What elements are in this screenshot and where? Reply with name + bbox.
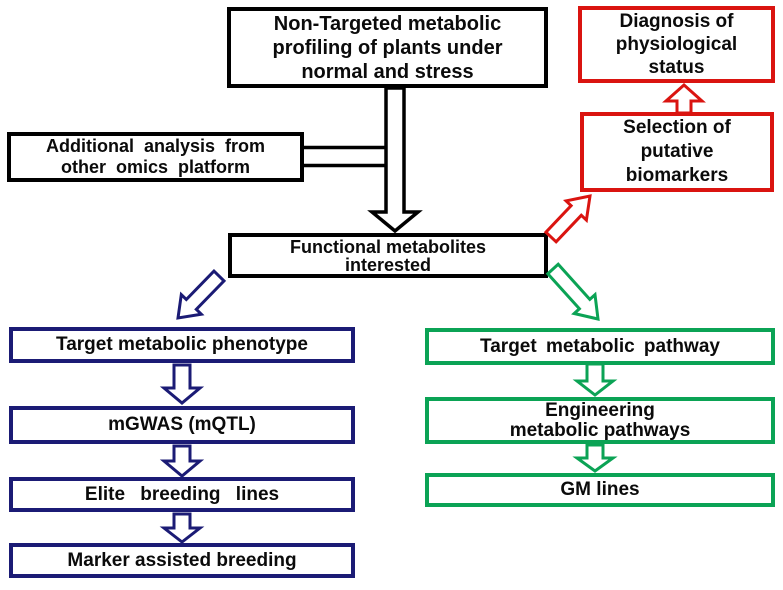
- box-line: other omics platform: [60, 157, 251, 177]
- box-line: Target metabolic pathway: [480, 335, 720, 357]
- box-line: interested: [344, 254, 432, 275]
- biomarker-diagonal-arrow-icon: [543, 194, 592, 244]
- box-additional-omics-analysis: Additional analysis from other omics pla…: [7, 132, 304, 182]
- box-functional-metabolites: Functional metabolites interested: [228, 233, 548, 278]
- box-line: GM lines: [560, 479, 640, 500]
- pathway-flow-arrow-2-icon: [572, 443, 618, 473]
- phenotype-flow-arrow-2-icon: [159, 444, 205, 478]
- box-elite-breeding-lines: Elite breeding lines: [9, 477, 355, 512]
- box-line: Diagnosis of: [619, 11, 734, 32]
- box-target-metabolic-phenotype: Target metabolic phenotype: [9, 327, 355, 363]
- box-line: status: [648, 57, 705, 78]
- box-line: Non-Targeted metabolic: [273, 12, 502, 35]
- box-line: Elite breeding lines: [84, 483, 280, 505]
- box-line: Target metabolic phenotype: [56, 334, 308, 355]
- box-line: Functional metabolites: [289, 236, 487, 257]
- box-line: Engineering: [545, 399, 655, 421]
- pathway-flow-arrow-1-icon: [572, 362, 618, 397]
- box-mgwas-mqtl: mGWAS (mQTL): [9, 406, 355, 444]
- box-line: Selection of: [623, 117, 731, 138]
- box-selection-putative-biomarkers: Selection of putative biomarkers: [580, 112, 774, 192]
- main-flow-down-arrow-icon: [367, 86, 423, 234]
- pathway-diagonal-arrow-icon: [545, 262, 600, 321]
- box-line: normal and stress: [301, 60, 474, 83]
- box-diagnosis-physiological-status: Diagnosis of physiological status: [578, 6, 775, 83]
- box-line: putative: [640, 141, 714, 162]
- box-line: mGWAS (mQTL): [108, 414, 256, 435]
- box-gm-lines: GM lines: [425, 473, 775, 507]
- box-line: profiling of plants under: [272, 36, 503, 59]
- biomarker-up-arrow-icon: [662, 82, 706, 115]
- phenotype-diagonal-arrow-icon: [176, 268, 227, 320]
- phenotype-flow-arrow-3-icon: [159, 512, 205, 544]
- omics-connector: [302, 145, 390, 168]
- box-line: Additional analysis from: [45, 136, 266, 156]
- phenotype-flow-arrow-1-icon: [159, 363, 205, 405]
- box-line: metabolic pathways: [509, 419, 691, 441]
- box-target-metabolic-pathway: Target metabolic pathway: [425, 328, 775, 365]
- box-line: Marker assisted breeding: [67, 549, 297, 571]
- box-line: biomarkers: [625, 165, 729, 186]
- box-line: physiological: [615, 34, 738, 55]
- box-engineering-metabolic-pathways: Engineering metabolic pathways: [425, 397, 775, 444]
- box-marker-assisted-breeding: Marker assisted breeding: [9, 543, 355, 578]
- box-non-targeted-profiling: Non-Targeted metabolic profiling of plan…: [227, 7, 548, 88]
